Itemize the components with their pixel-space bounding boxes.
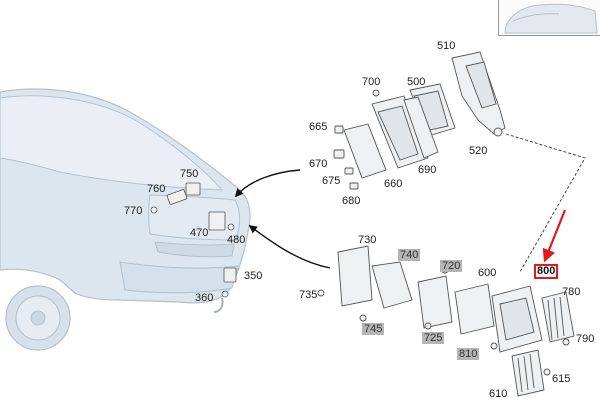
part-label-615[interactable]: 615 [552, 373, 571, 385]
part-label-600[interactable]: 600 [478, 267, 497, 279]
car-front-thumbnail [504, 3, 598, 34]
part-label-510[interactable]: 510 [437, 40, 456, 52]
part-label-790[interactable]: 790 [576, 333, 595, 345]
upper-module-group [333, 51, 506, 190]
part-label-470[interactable]: 470 [190, 227, 209, 239]
part-label-350[interactable]: 350 [244, 270, 263, 282]
part-label-780[interactable]: 780 [562, 286, 581, 298]
car-mounted-parts [150, 182, 237, 298]
part-label-690[interactable]: 690 [418, 164, 437, 176]
part-label-735[interactable]: 735 [299, 289, 318, 301]
leader-arrow-lower [248, 224, 331, 269]
part-label-800-highlighted[interactable]: 800 [534, 264, 559, 279]
part-label-610[interactable]: 610 [489, 388, 508, 400]
part-label-675[interactable]: 675 [322, 175, 341, 187]
part-label-500[interactable]: 500 [407, 76, 426, 88]
part-label-740[interactable]: 740 [398, 249, 421, 261]
part-label-750[interactable]: 750 [180, 168, 199, 180]
highlight-arrow [542, 209, 567, 263]
dashed-connector [505, 133, 586, 273]
part-label-680[interactable]: 680 [342, 195, 361, 207]
part-label-760[interactable]: 760 [147, 183, 166, 195]
part-label-720[interactable]: 720 [440, 260, 463, 272]
part-label-480[interactable]: 480 [227, 234, 246, 246]
part-label-660[interactable]: 660 [384, 178, 403, 190]
part-label-520[interactable]: 520 [469, 145, 488, 157]
part-label-665[interactable]: 665 [309, 121, 328, 133]
lower-module-group [317, 245, 575, 397]
part-label-745[interactable]: 745 [362, 323, 385, 335]
part-label-360[interactable]: 360 [195, 292, 214, 304]
part-label-730[interactable]: 730 [358, 234, 377, 246]
part-label-700[interactable]: 700 [362, 76, 381, 88]
car-silhouette [0, 88, 251, 351]
thumbnail-inset [498, 0, 600, 36]
part-label-725[interactable]: 725 [422, 332, 445, 344]
part-label-670[interactable]: 670 [309, 158, 328, 170]
leader-arrow-upper [234, 169, 301, 198]
part-label-770[interactable]: 770 [124, 205, 143, 217]
part-label-810[interactable]: 810 [457, 348, 480, 360]
